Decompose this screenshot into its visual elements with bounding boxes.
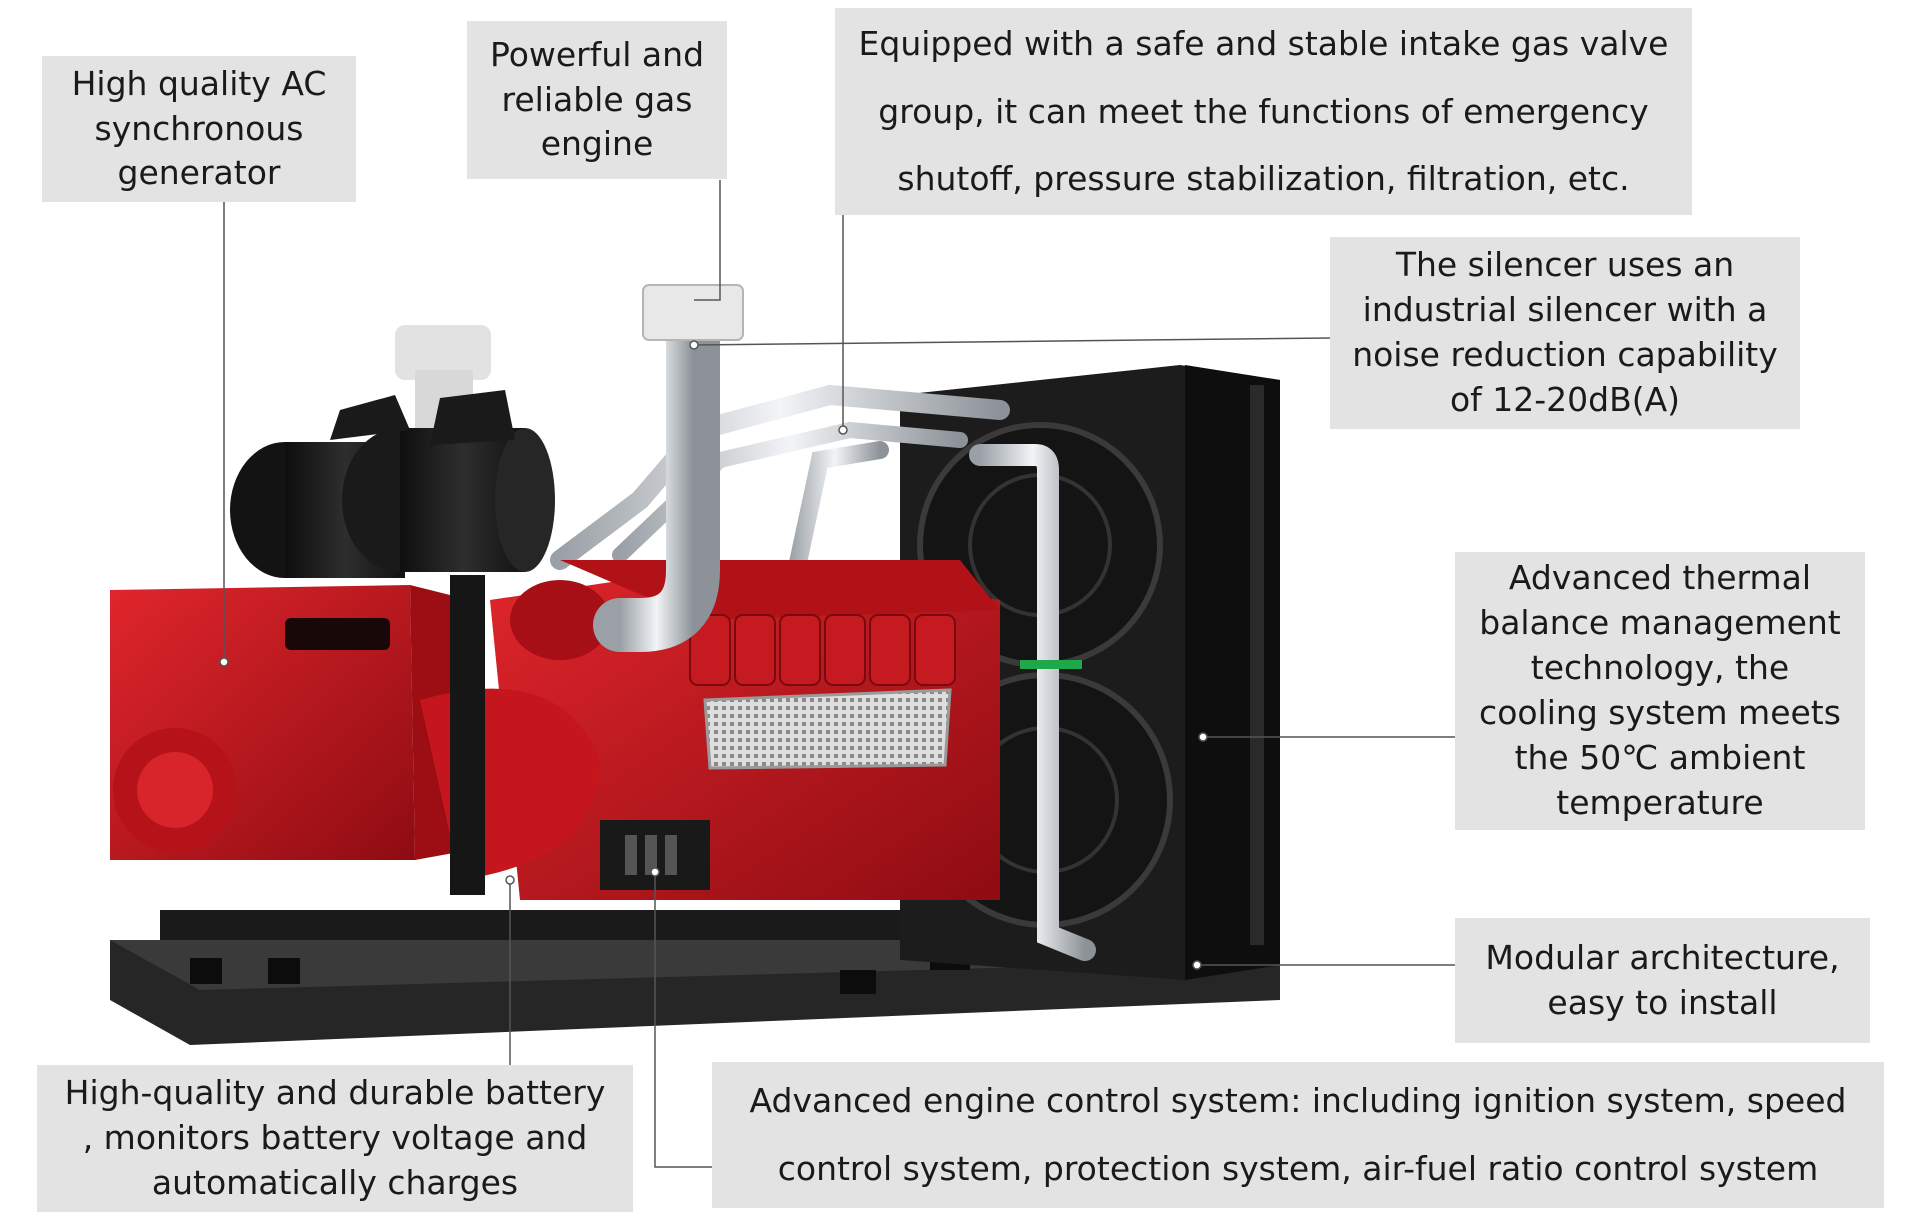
callout-modular-text: Modular architecture, easy to install: [1485, 937, 1840, 1022]
callout-thermal: Advanced thermal balance management tech…: [1455, 552, 1865, 830]
callout-thermal-text: Advanced thermal balance management tech…: [1479, 558, 1841, 822]
callout-engine: Powerful and reliable gas engine: [467, 21, 727, 179]
callout-gas-valve-text: Equipped with a safe and stable intake g…: [858, 24, 1669, 199]
callout-engine-text: Powerful and reliable gas engine: [489, 34, 705, 164]
ac-generator: [110, 575, 600, 895]
callout-silencer: The silencer uses an industrial silencer…: [1330, 237, 1800, 429]
callout-engine-control-text: Advanced engine control system: includin…: [749, 1081, 1847, 1188]
callout-gas-valve: Equipped with a safe and stable intake g…: [835, 8, 1692, 215]
coolant-pipe: [969, 444, 1096, 961]
callout-generator-text: High quality AC synchronous generator: [71, 63, 327, 193]
leader-lines: [223, 180, 1460, 1168]
callout-silencer-text: The silencer uses an industrial silencer…: [1352, 245, 1778, 419]
callout-battery-text: High-quality and durable battery , monit…: [64, 1073, 606, 1202]
air-filters: [230, 390, 555, 578]
callout-battery: High-quality and durable battery , monit…: [37, 1065, 633, 1212]
callout-modular: Modular architecture, easy to install: [1455, 918, 1870, 1043]
leader-dots: [219, 340, 1208, 970]
callout-generator: High quality AC synchronous generator: [42, 56, 356, 202]
green-clamp: [1020, 660, 1082, 669]
callout-engine-control: Advanced engine control system: includin…: [712, 1062, 1884, 1208]
